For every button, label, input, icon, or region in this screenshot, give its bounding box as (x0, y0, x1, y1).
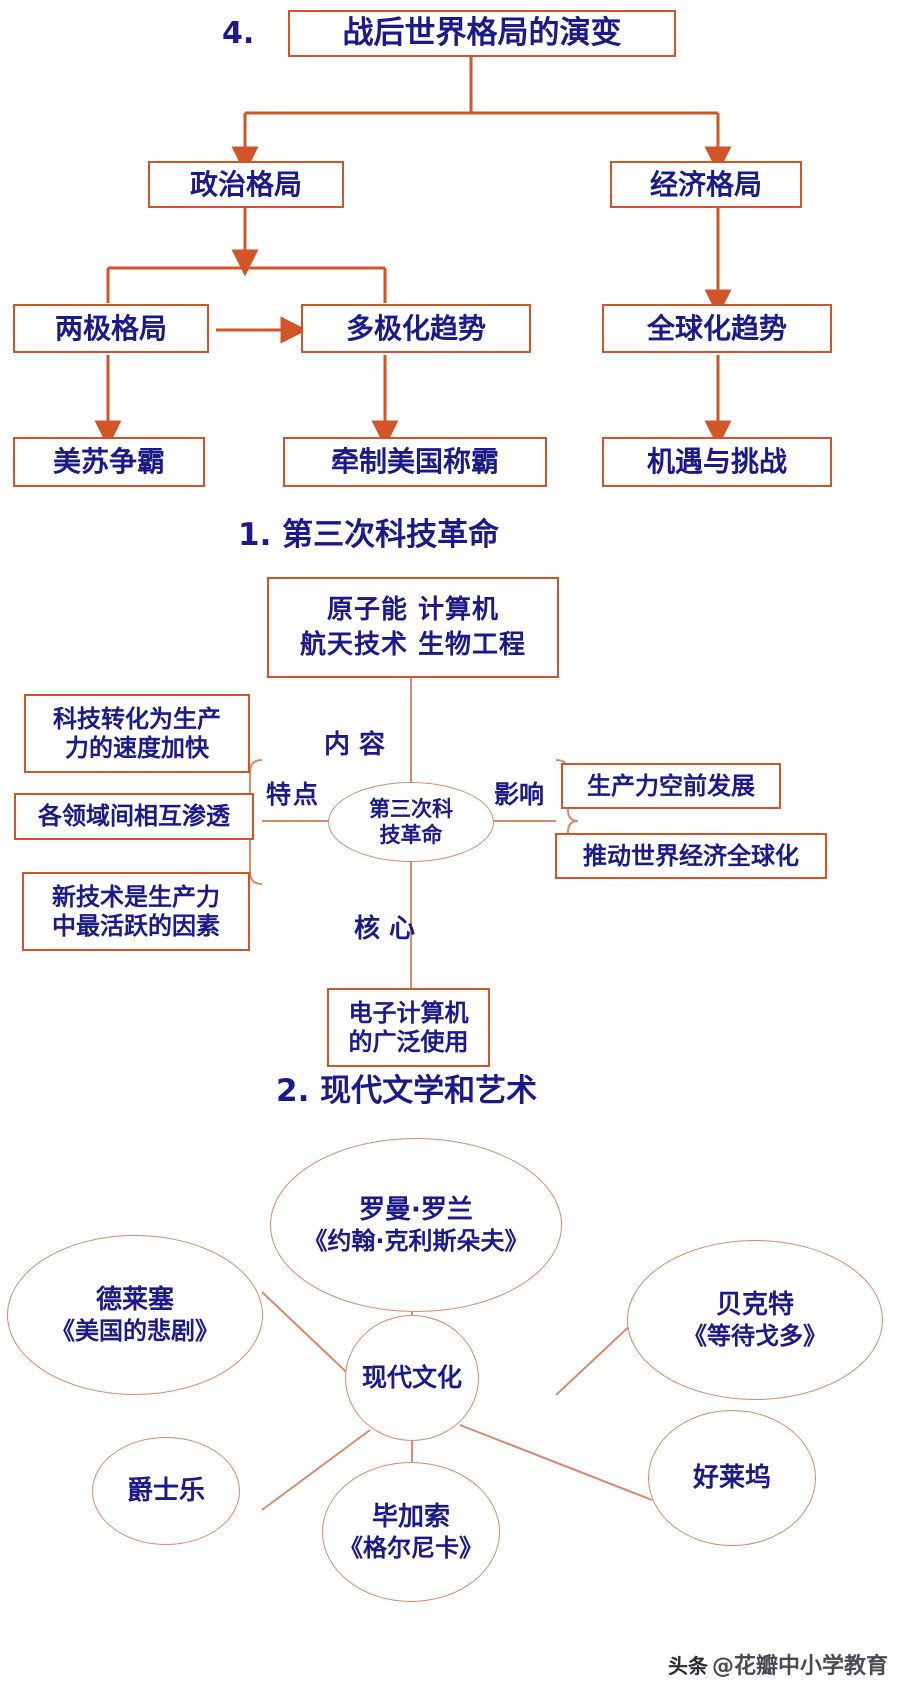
section2-heading: 1. 第三次科技革命 (238, 509, 499, 554)
feature-3-line-2: 中最活跃的因素 (52, 911, 220, 940)
ellipse-dreiser[interactable]: 德莱塞 《美国的悲剧》 (7, 1235, 263, 1395)
feature-1-line-1: 科技转化为生产 (53, 705, 221, 734)
section3-title: 现代文学和艺术 (320, 1073, 538, 1109)
ellipse-hollywood[interactable]: 好莱坞 (648, 1410, 816, 1546)
ellipse-jazz[interactable]: 爵士乐 (92, 1437, 240, 1545)
center-line-2: 技革命 (379, 823, 443, 847)
label-content: 内 容 (324, 730, 386, 760)
watermark-prefix: 头条 (667, 1653, 708, 1678)
ellipse-modern-culture[interactable]: 现代文化 (345, 1315, 479, 1441)
box-feature-3[interactable]: 新技术是生产力 中最活跃的因素 (22, 872, 250, 951)
box-political-structure[interactable]: 政治格局 (148, 161, 344, 208)
picasso-name: 毕加索 (371, 1501, 450, 1532)
ellipse-third-tech-revolution[interactable]: 第三次科 技革命 (328, 782, 494, 862)
section2-number: 1. (238, 517, 272, 553)
romain-rolland-name: 罗曼·罗兰 (359, 1194, 473, 1225)
center-line-1: 第三次科 (369, 796, 453, 821)
label-impact: 影响 (494, 780, 545, 809)
box-bipolar[interactable]: 两极格局 (13, 304, 209, 353)
core-line-2: 的广泛使用 (348, 1027, 469, 1056)
box-tech-content[interactable]: 原子能 计算机 航天技术 生物工程 (267, 577, 559, 678)
core-line-1: 电子计算机 (348, 999, 469, 1028)
box-feature-1[interactable]: 科技转化为生产 力的速度加快 (24, 694, 250, 773)
beckett-work: 《等待戈多》 (683, 1322, 827, 1351)
tech-content-line-1: 原子能 计算机 (326, 594, 500, 625)
feature-3-line-1: 新技术是生产力 (52, 883, 220, 912)
romain-rolland-work: 《约翰·克利斯朵夫》 (303, 1227, 529, 1256)
section1-number: 4. (222, 16, 255, 51)
box-core-computer[interactable]: 电子计算机 的广泛使用 (327, 988, 490, 1067)
label-core: 核 心 (354, 914, 416, 944)
watermark: 头条 @花瓣中小学教育 (668, 1648, 888, 1680)
box-feature-2[interactable]: 各领域间相互渗透 (14, 793, 254, 840)
feature-1-line-2: 力的速度加快 (65, 733, 209, 762)
box-globalization-trend[interactable]: 全球化趋势 (602, 304, 832, 353)
section3-heading: 2. 现代文学和艺术 (276, 1065, 537, 1110)
label-feature: 特点 (266, 780, 321, 809)
box-economic-structure[interactable]: 经济格局 (610, 161, 802, 208)
section3-number: 2. (276, 1073, 310, 1109)
section2-title: 第三次科技革命 (282, 517, 500, 553)
box-section1-title[interactable]: 战后世界格局的演变 (288, 10, 676, 57)
ellipse-beckett[interactable]: 贝克特 《等待戈多》 (627, 1240, 883, 1400)
box-impact-1[interactable]: 生产力空前发展 (561, 763, 781, 809)
box-us-ussr-hegemony[interactable]: 美苏争霸 (13, 437, 205, 487)
dreiser-work: 《美国的悲剧》 (51, 1317, 219, 1346)
box-opportunity-challenge[interactable]: 机遇与挑战 (602, 437, 832, 487)
beckett-name: 贝克特 (715, 1289, 794, 1320)
box-impact-2[interactable]: 推动世界经济全球化 (555, 833, 827, 879)
box-multipolar-trend[interactable]: 多极化趋势 (301, 304, 531, 353)
dreiser-name: 德莱塞 (95, 1284, 174, 1315)
ellipse-romain-rolland[interactable]: 罗曼·罗兰 《约翰·克利斯朵夫》 (270, 1138, 562, 1312)
tech-content-line-2: 航天技术 生物工程 (299, 629, 527, 660)
watermark-handle: @花瓣中小学教育 (711, 1654, 888, 1679)
ellipse-picasso[interactable]: 毕加索 《格尔尼卡》 (322, 1462, 500, 1602)
box-contain-us-hegemony[interactable]: 牵制美国称霸 (283, 437, 547, 487)
picasso-work: 《格尔尼卡》 (339, 1534, 483, 1563)
